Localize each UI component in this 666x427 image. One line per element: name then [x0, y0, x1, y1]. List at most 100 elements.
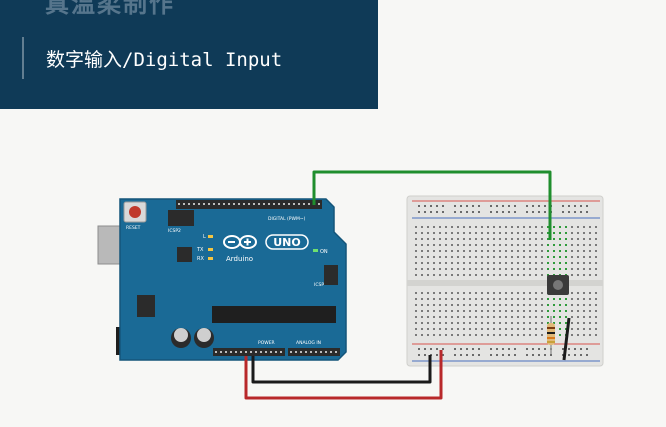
breadboard-hole [415, 328, 417, 330]
breadboard-hole [457, 298, 459, 300]
breadboard-hole [463, 238, 465, 240]
breadboard-hole [577, 238, 579, 240]
breadboard-hole [535, 244, 537, 246]
breadboard-hole [451, 316, 453, 318]
breadboard-hole [541, 256, 543, 258]
breadboard-hole [451, 334, 453, 336]
rail-hole [568, 205, 570, 207]
breadboard-hole [529, 256, 531, 258]
rail-hole [490, 211, 492, 213]
breadboard-hole [589, 334, 591, 336]
rail-hole [514, 354, 516, 356]
header-pin [213, 203, 215, 205]
breadboard-hole [439, 322, 441, 324]
header-pin [320, 351, 322, 353]
breadboard-hole [589, 250, 591, 252]
breadboard-hole [529, 244, 531, 246]
breadboard-hole [511, 328, 513, 330]
breadboard-hole [577, 226, 579, 228]
breadboard-hole [559, 244, 561, 246]
breadboard-hole [469, 322, 471, 324]
rail-hole [454, 354, 456, 356]
rail-hole [538, 354, 540, 356]
breadboard-hole [535, 232, 537, 234]
breadboard-hole [481, 328, 483, 330]
breadboard-hole [577, 274, 579, 276]
breadboard-hole [571, 310, 573, 312]
breadboard-hole [529, 262, 531, 264]
breadboard-hole [559, 250, 561, 252]
breadboard-hole [481, 274, 483, 276]
rail-hole [544, 348, 546, 350]
breadboard-hole [523, 256, 525, 258]
breadboard-hole [433, 304, 435, 306]
breadboard-hole [493, 322, 495, 324]
breadboard-hole [499, 250, 501, 252]
rail-hole [544, 211, 546, 213]
breadboard-hole [463, 334, 465, 336]
banner-overlay-title: 真温柔制作 [45, 0, 175, 18]
header-pin [273, 203, 275, 205]
breadboard-hole [529, 250, 531, 252]
breadboard-hole [517, 334, 519, 336]
breadboard-hole [481, 334, 483, 336]
brand-label: Arduino [226, 255, 253, 263]
breadboard-hole [565, 232, 567, 234]
breadboard-hole [583, 244, 585, 246]
rail-hole [574, 354, 576, 356]
breadboard-hole [415, 244, 417, 246]
breadboard-hole [577, 268, 579, 270]
breadboard-hole [499, 268, 501, 270]
breadboard-hole [523, 262, 525, 264]
breadboard-hole [541, 232, 543, 234]
header-pin [318, 203, 320, 205]
breadboard-hole [421, 310, 423, 312]
rail-hole [430, 211, 432, 213]
header-pin [258, 203, 260, 205]
reset-label: RESET [126, 225, 141, 231]
breadboard-hole [577, 232, 579, 234]
breadboard-hole [445, 310, 447, 312]
breadboard-hole [445, 262, 447, 264]
breadboard-hole [505, 334, 507, 336]
breadboard-hole [421, 244, 423, 246]
breadboard-hole [517, 322, 519, 324]
breadboard-hole [421, 256, 423, 258]
breadboard-hole [505, 250, 507, 252]
analog-label: ANALOG IN [296, 340, 321, 346]
breadboard-hole [547, 250, 549, 252]
breadboard-hole [469, 244, 471, 246]
breadboard-hole [595, 316, 597, 318]
breadboard-hole [427, 328, 429, 330]
breadboard-hole [517, 244, 519, 246]
breadboard-hole [583, 334, 585, 336]
breadboard-hole [499, 316, 501, 318]
rail-hole [460, 354, 462, 356]
breadboard-hole [445, 274, 447, 276]
breadboard-hole [511, 304, 513, 306]
breadboard-hole [523, 244, 525, 246]
breadboard-hole [445, 238, 447, 240]
breadboard-hole [499, 232, 501, 234]
breadboard-hole [529, 232, 531, 234]
rail-hole [574, 211, 576, 213]
breadboard-hole [541, 304, 543, 306]
breadboard-hole [505, 268, 507, 270]
breadboard-hole [463, 250, 465, 252]
breadboard-hole [583, 328, 585, 330]
breadboard-hole [589, 238, 591, 240]
breadboard-hole [535, 334, 537, 336]
breadboard-hole [517, 232, 519, 234]
breadboard-hole [589, 316, 591, 318]
breadboard-hole [493, 334, 495, 336]
breadboard-hole [493, 262, 495, 264]
breadboard-hole [595, 322, 597, 324]
header-pin [260, 351, 262, 353]
breadboard-hole [439, 268, 441, 270]
breadboard-hole [577, 250, 579, 252]
breadboard-hole [571, 238, 573, 240]
breadboard-hole [511, 250, 513, 252]
breadboard-hole [499, 310, 501, 312]
breadboard-hole [469, 334, 471, 336]
breadboard-hole [493, 250, 495, 252]
